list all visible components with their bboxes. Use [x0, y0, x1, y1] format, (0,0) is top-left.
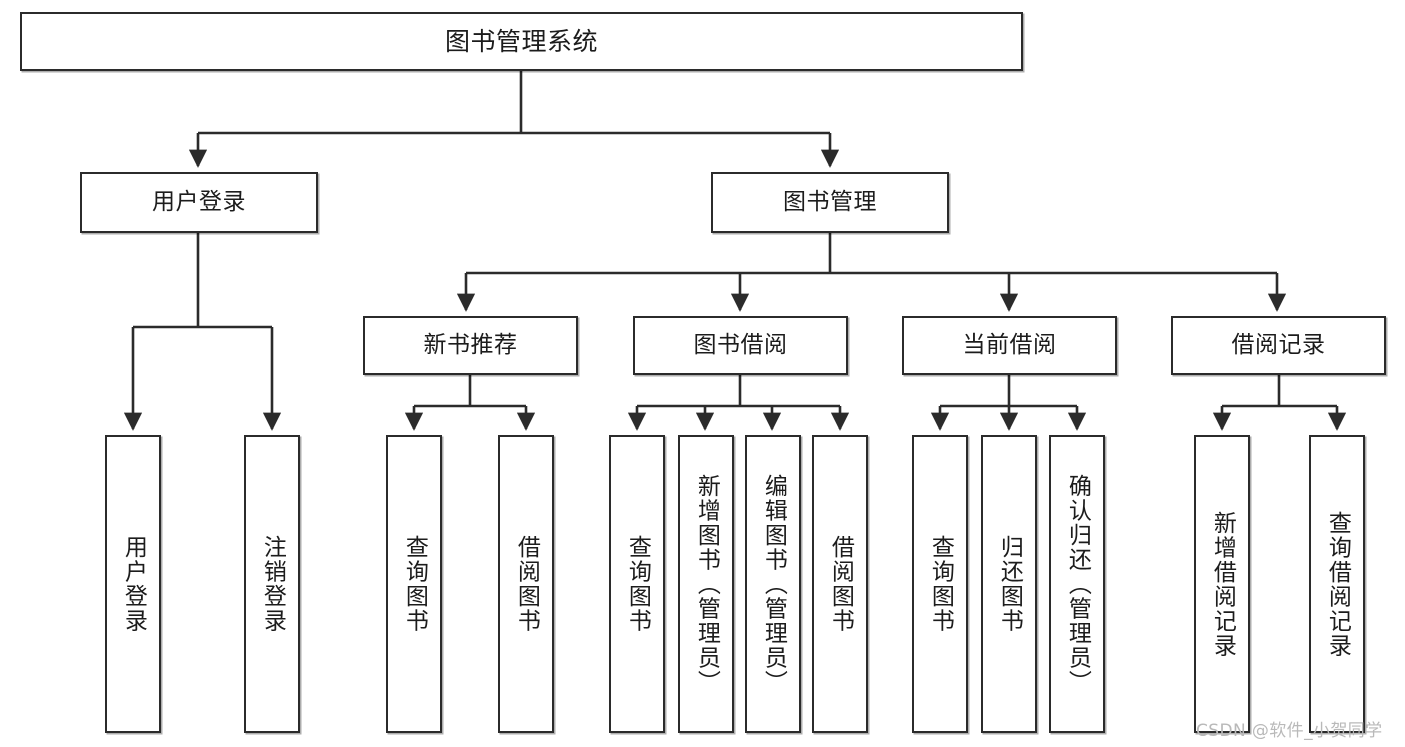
leaf-add-book-admin[interactable]: 新增图书（管理员）	[678, 435, 734, 733]
node-label: 借阅图书	[513, 535, 540, 633]
leaf-return-book[interactable]: 归还图书	[981, 435, 1037, 733]
leaf-add-borrow-record[interactable]: 新增借阅记录	[1194, 435, 1250, 733]
watermark-csdn: CSDN @软件_小贺同学	[1196, 721, 1383, 741]
node-book-management[interactable]: 图书管理	[711, 172, 949, 233]
node-label: 查询图书	[927, 535, 954, 633]
node-label: 查询图书	[401, 535, 428, 633]
leaf-user-login[interactable]: 用户登录	[105, 435, 161, 733]
leaf-query-book-current[interactable]: 查询图书	[912, 435, 968, 733]
node-current-borrowing[interactable]: 当前借阅	[902, 316, 1117, 375]
node-new-book-recommendation[interactable]: 新书推荐	[363, 316, 578, 375]
node-label: 图书管理系统	[444, 26, 598, 56]
node-label: 新增借阅记录	[1209, 510, 1236, 658]
leaf-logout[interactable]: 注销登录	[244, 435, 300, 733]
leaf-query-book-borrow[interactable]: 查询图书	[609, 435, 665, 733]
node-label: 借阅记录	[1231, 331, 1326, 358]
leaf-query-borrow-record[interactable]: 查询借阅记录	[1309, 435, 1365, 733]
leaf-query-book-newbook[interactable]: 查询图书	[386, 435, 442, 733]
node-label: 用户登录	[152, 188, 246, 215]
node-label: 注销登录	[259, 535, 286, 633]
node-label: 新书推荐	[423, 331, 518, 358]
node-label: 归还图书	[996, 535, 1023, 633]
node-book-borrowing[interactable]: 图书借阅	[633, 316, 848, 375]
node-label: 借阅图书	[827, 535, 854, 633]
leaf-edit-book-admin[interactable]: 编辑图书（管理员）	[745, 435, 801, 733]
node-borrowing-record[interactable]: 借阅记录	[1171, 316, 1386, 375]
node-label: 当前借阅	[962, 331, 1057, 358]
node-label: 查询图书	[624, 535, 651, 633]
node-root-book-management-system[interactable]: 图书管理系统	[20, 12, 1023, 71]
node-label: 查询借阅记录	[1324, 510, 1351, 658]
node-label: 图书管理	[783, 188, 877, 215]
node-label: 新增图书（管理员）	[693, 473, 720, 695]
leaf-borrow-book[interactable]: 借阅图书	[812, 435, 868, 733]
node-label: 编辑图书（管理员）	[760, 473, 787, 695]
node-label: 图书借阅	[693, 331, 788, 358]
node-label: 确认归还（管理员）	[1064, 473, 1091, 695]
node-user-login[interactable]: 用户登录	[80, 172, 318, 233]
leaf-confirm-return-admin[interactable]: 确认归还（管理员）	[1049, 435, 1105, 733]
node-label: 用户登录	[120, 535, 147, 633]
leaf-borrow-book-newbook[interactable]: 借阅图书	[498, 435, 554, 733]
